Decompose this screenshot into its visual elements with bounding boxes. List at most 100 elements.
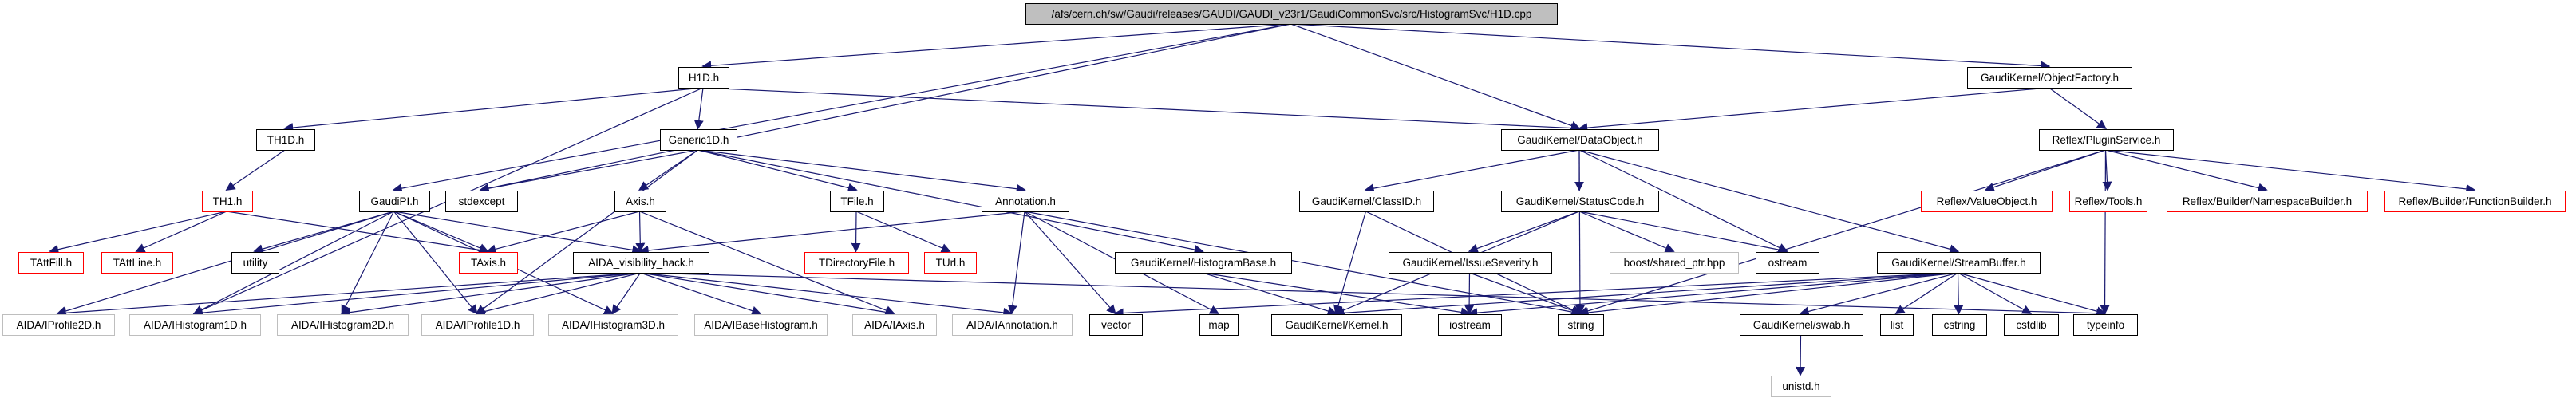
graph-node-th1[interactable]: TH1.h — [202, 191, 253, 212]
graph-node-pluginsvc[interactable]: Reflex/PluginService.h — [2039, 129, 2174, 151]
graph-node-cstring[interactable]: cstring — [1932, 314, 1987, 336]
edge-aidahack-to-iaxis — [640, 272, 895, 317]
edge-streambuf-to-kernel — [1334, 272, 1958, 318]
graph-node-tattline[interactable]: TAttLine.h — [101, 252, 173, 274]
edge-swab-to-unistd — [1796, 334, 1806, 376]
edge-tfile-to-tdirfile — [851, 211, 861, 253]
edge-streambuf-to-cstdlib — [1958, 272, 2033, 314]
edge-histbase-to-kernel — [1202, 272, 1337, 316]
graph-node-valueobj[interactable]: Reflex/ValueObject.h — [1921, 191, 2053, 212]
edge-streambuf-to-list — [1894, 272, 1958, 314]
graph-node-map[interactable]: map — [1199, 314, 1239, 336]
graph-node-objfact[interactable]: GaudiKernel/ObjectFactory.h — [1967, 67, 2132, 89]
graph-node-unistd[interactable]: unistd.h — [1771, 376, 1831, 397]
edge-gaudipi-to-aidahack — [393, 211, 642, 255]
graph-node-boostsp[interactable]: boost/shared_ptr.hpp — [1610, 252, 1739, 274]
graph-node-histbase[interactable]: GaudiKernel/HistogramBase.h — [1115, 252, 1292, 274]
graph-node-classid[interactable]: GaudiKernel/ClassID.h — [1299, 191, 1434, 212]
edge-generic1d-to-stdexcept — [479, 149, 698, 194]
graph-node-annotation[interactable]: Annotation.h — [982, 191, 1069, 212]
graph-node-kernel[interactable]: GaudiKernel/Kernel.h — [1271, 314, 1402, 336]
graph-node-iostream[interactable]: iostream — [1438, 314, 1502, 336]
graph-node-tattfill[interactable]: TAttFill.h — [18, 252, 84, 274]
graph-node-ihist2d[interactable]: AIDA/IHistogram2D.h — [277, 314, 409, 336]
edge-th1-to-tattfill — [49, 211, 227, 254]
edge-dataobj-to-streambuf — [1578, 149, 1960, 254]
edge-classid-to-kernel — [1333, 211, 1367, 315]
graph-node-tfile[interactable]: TFile.h — [830, 191, 884, 212]
graph-node-streambuf[interactable]: GaudiKernel/StreamBuffer.h — [1877, 252, 2041, 274]
graph-node-swab[interactable]: GaudiKernel/swab.h — [1740, 314, 1863, 336]
graph-node-vector[interactable]: vector — [1089, 314, 1143, 336]
edge-axish-to-aidahack — [635, 211, 646, 253]
graph-node-taxis[interactable]: TAxis.h — [459, 252, 518, 274]
edge-dataobj-to-classid — [1364, 149, 1580, 194]
edge-aidahack-to-iprofile2d — [56, 272, 641, 318]
graph-node-ibasehist[interactable]: AIDA/IBaseHistogram.h — [694, 314, 828, 336]
graph-node-th1dh[interactable]: TH1D.h — [256, 129, 315, 151]
graph-node-iannotation[interactable]: AIDA/IAnnotation.h — [952, 314, 1073, 336]
graph-node-tdirfile[interactable]: TDirectoryFile.h — [804, 252, 909, 274]
graph-node-iprofile2d[interactable]: AIDA/IProfile2D.h — [2, 314, 115, 336]
edge-pluginsvc-to-typeinfo — [2100, 149, 2110, 315]
edge-gaudipi-to-iprofile1d — [393, 211, 478, 315]
edge-streambuf-to-iostream — [1468, 272, 1958, 318]
edge-cpp-to-gaudipi — [392, 23, 1291, 194]
graph-node-iprofile1d[interactable]: AIDA/IProfile1D.h — [421, 314, 534, 336]
graph-node-statuscode[interactable]: GaudiKernel/StatusCode.h — [1501, 191, 1659, 212]
edge-streambuf-to-vector — [1113, 272, 1958, 318]
graph-node-cpp[interactable]: /afs/cern.ch/sw/Gaudi/releases/GAUDI/GAU… — [1025, 3, 1558, 25]
graph-node-stdexcept[interactable]: stdexcept — [445, 191, 518, 212]
graph-node-h1dh[interactable]: H1D.h — [678, 67, 729, 89]
graph-node-ihist3d[interactable]: AIDA/IHistogram3D.h — [548, 314, 678, 336]
graph-node-string[interactable]: string — [1558, 314, 1604, 336]
graph-node-gaudipi[interactable]: GaudiPI.h — [359, 191, 430, 212]
graph-node-issuesev[interactable]: GaudiKernel/IssueSeverity.h — [1389, 252, 1552, 274]
edge-objfact-to-pluginsvc — [2049, 87, 2107, 130]
edge-aidahack-to-iannotation — [640, 272, 1013, 317]
edge-objfact-to-dataobj — [1578, 87, 2049, 133]
edge-axish-to-iaxis — [639, 211, 895, 315]
edge-gaudipi-to-taxis — [393, 211, 489, 253]
edge-pluginsvc-to-string — [1578, 149, 2106, 316]
edge-th1-to-tattline — [135, 211, 227, 253]
edge-dataobj-to-ostream — [1578, 149, 1788, 252]
graph-node-utility[interactable]: utility — [231, 252, 279, 274]
edge-generic1d-to-tfile — [697, 149, 858, 193]
edge-pluginsvc-to-fnbuilder — [2105, 149, 2476, 194]
graph-node-cstdlib[interactable]: cstdlib — [2004, 314, 2059, 336]
graph-node-ostream[interactable]: ostream — [1756, 252, 1819, 274]
graph-node-fnbuilder[interactable]: Reflex/Builder/FunctionBuilder.h — [2384, 191, 2566, 212]
graph-node-dataobj[interactable]: GaudiKernel/DataObject.h — [1501, 129, 1659, 151]
edge-aidahack-to-ihist2d — [340, 272, 641, 317]
edge-aidahack-to-ihist3d — [611, 272, 641, 315]
graph-node-list[interactable]: list — [1880, 314, 1914, 336]
graph-node-tools[interactable]: Reflex/Tools.h — [2069, 191, 2147, 212]
edge-th1-to-taxis — [226, 211, 489, 255]
edge-dataobj-to-string — [1574, 149, 1585, 315]
graph-node-nsbuilder[interactable]: Reflex/Builder/NamespaceBuilder.h — [2167, 191, 2368, 212]
edge-streambuf-to-typeinfo — [1958, 272, 2107, 317]
graph-node-axish[interactable]: Axis.h — [614, 191, 666, 212]
edge-h1dh-to-generic1d — [693, 87, 704, 130]
graph-node-generic1d[interactable]: Generic1D.h — [660, 129, 737, 151]
edge-cpp-to-stdexcept — [479, 23, 1291, 193]
edge-tfile-to-turl — [855, 211, 951, 253]
edge-streambuf-to-string — [1578, 272, 1958, 317]
edge-cpp-to-dataobj — [1290, 23, 1581, 131]
edge-aidahack-to-ibasehist — [640, 272, 762, 316]
edge-group — [49, 23, 2476, 376]
edge-gaudipi-to-ihist2d — [341, 211, 395, 315]
edge-annotation-to-aidahack — [638, 211, 1025, 255]
edge-cpp-to-h1dh — [701, 23, 1291, 71]
graph-node-aidahack[interactable]: AIDA_visibility_hack.h — [573, 252, 709, 274]
graph-node-ihist1d[interactable]: AIDA/IHistogram1D.h — [129, 314, 261, 336]
graph-node-turl[interactable]: TUrl.h — [924, 252, 977, 274]
graph-node-typeinfo[interactable]: typeinfo — [2073, 314, 2138, 336]
edge-axish-to-taxis — [486, 211, 640, 254]
edge-annotation-to-vector — [1024, 211, 1116, 315]
graph-node-iaxis[interactable]: AIDA/IAxis.h — [852, 314, 937, 336]
edge-gaudipi-to-ihist1d — [192, 211, 394, 314]
